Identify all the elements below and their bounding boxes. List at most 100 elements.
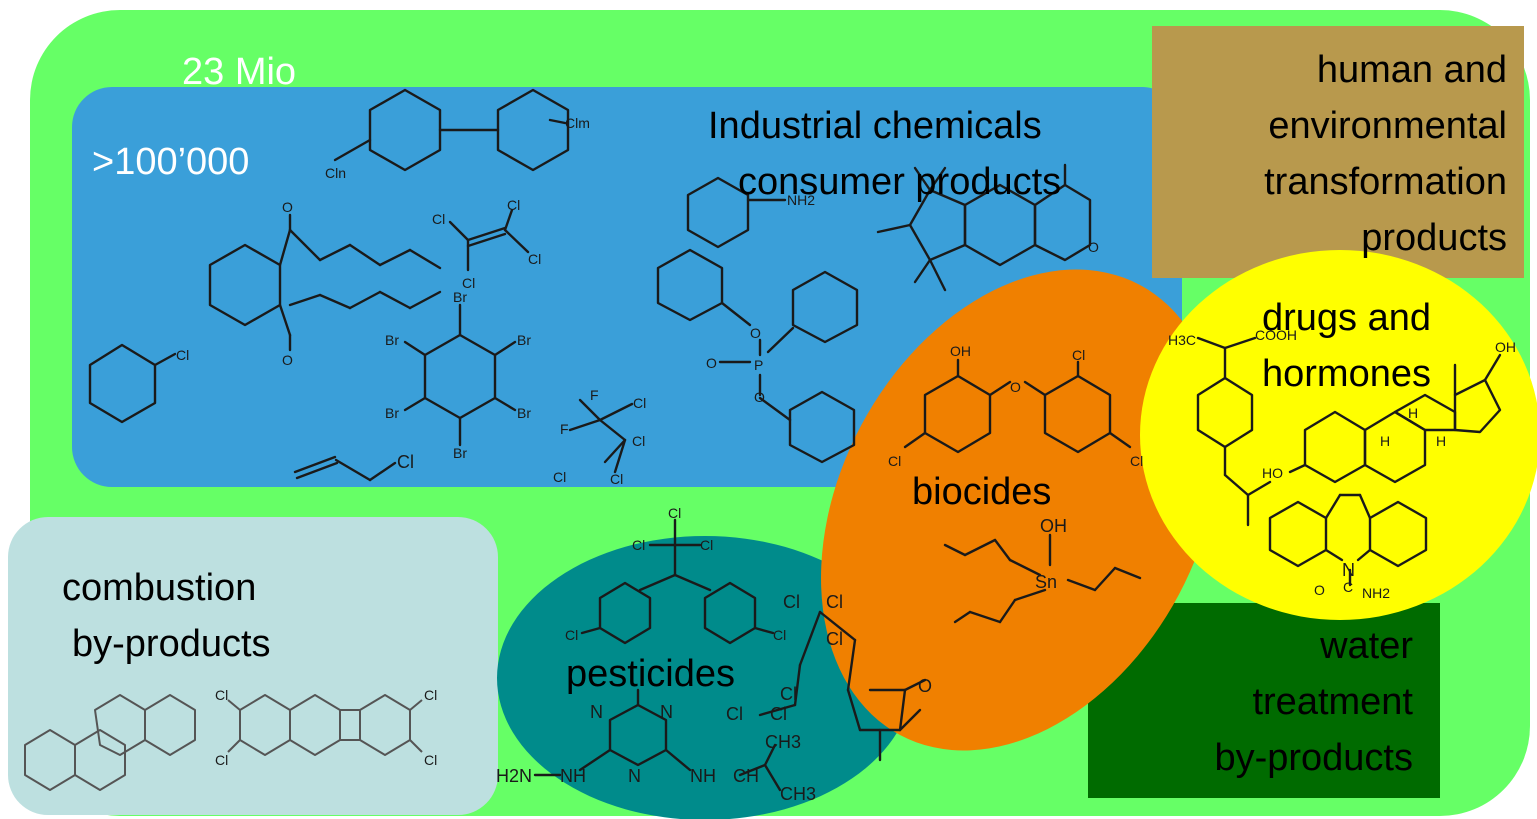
dioxin-molecule: Cl Cl Cl Cl [215,687,437,768]
carbamazepine-molecule: N O C NH2 [1268,493,1428,601]
atom-label: N [660,702,673,722]
atom-label: COOH [1255,327,1297,343]
water-treatment-label-line2: treatment [1252,681,1413,723]
phthalate-molecule: O O [208,199,442,368]
transformation-products-region [1152,26,1524,278]
atom-label: Cl [462,275,475,291]
atom-label: Cl [424,687,437,703]
atom-label: O [750,325,761,341]
atom-label: N [628,766,641,786]
atom-label: Cl [528,251,541,267]
atom-label: NH [560,766,586,786]
atom-label: CH [733,766,759,786]
atom-label: OH [950,343,971,359]
drugs-label-line1: drugs and [1262,297,1432,339]
atrazine-molecule: N N N NH NH CH CH3 CH3 H2N [496,688,816,804]
industrial-count-label: >100’000 [92,141,250,183]
trichloroethylene-molecule: Cl Cl Cl Cl [432,197,541,291]
atom-label: H2N [496,766,532,786]
atom-label: Sn [1035,572,1057,592]
atom-label: Cl [632,537,645,553]
industrial-chemicals-label-line2: consumer products [738,161,1062,203]
atom-label: C [1343,579,1353,595]
atom-label: Cl [773,627,786,643]
atom-label: F [560,421,569,437]
atom-label: Br [453,445,467,461]
water-treatment-label-line3: by-products [1214,737,1413,779]
atom-label: Br [453,289,467,305]
chlorobenzene-molecule: Cl [88,343,189,424]
atom-label: Cl [215,752,228,768]
atom-label: O [1010,379,1021,395]
triclosan-molecule: OH O Cl Cl Cl [888,343,1143,469]
total-count-label: 23 Mio [182,51,297,93]
atom-label: Br [385,405,399,421]
atom-label: NH2 [1362,585,1390,601]
atom-label: OH [1040,516,1067,536]
allyl-chloride-molecule: Cl [293,452,414,482]
atom-label: Clm [565,115,590,131]
atom-label: Cl [176,347,189,363]
atom-label: H [1408,405,1418,421]
atom-label: N [1342,560,1355,580]
ddt-molecule: Cl Cl Cl Cl Cl [565,505,786,645]
aniline-molecule: NH2 [686,176,815,249]
musk-molecule: O [876,163,1099,292]
estradiol-molecule: HO OH H H H [1262,339,1516,484]
atom-label: Cl [700,537,713,553]
atom-label: Cl [633,395,646,411]
atom-label: NH [690,766,716,786]
triphenyl-phosphate-molecule: O P O O [656,248,859,464]
atom-label: Br [385,332,399,348]
atom-label: Cl [668,505,681,521]
atom-label: Cl [783,592,800,612]
cfc-molecule: F F Cl Cl Cl Cl [553,387,646,487]
biocides-region [821,269,1219,751]
atom-label: O [754,389,765,405]
atom-label: O [282,199,293,215]
atom-label: H [1436,433,1446,449]
atom-label: CH3 [765,732,801,752]
atom-label: P [754,357,763,373]
atom-label: Cl [553,469,566,485]
biocides-label: biocides [912,471,1052,513]
tributyltin-molecule: OH Sn [943,516,1142,624]
ibuprofen-molecule: H3C COOH [1168,327,1297,527]
combustion-label-line1: combustion [62,567,257,609]
atom-label: Cl [632,433,645,449]
atom-label: O [918,676,932,696]
atom-label: O [1314,582,1325,598]
atom-label: NH2 [787,192,815,208]
atom-label: N [590,702,603,722]
atom-label: Br [517,405,531,421]
atom-label: Cl [826,592,843,612]
industrial-chemicals-label-line1: Industrial chemicals [708,105,1042,147]
combustion-label-line2: by-products [72,623,271,665]
atom-label: Cl [424,752,437,768]
atom-label: H3C [1168,332,1196,348]
atom-label: Cl [432,211,445,227]
atom-label: O [1088,239,1099,255]
atom-label: Cl [610,471,623,487]
pah-molecule [24,694,196,791]
drugs-label-line2: hormones [1262,353,1431,395]
pcb-molecule: Cln Clm [325,88,590,181]
atom-label: OH [1495,339,1516,355]
atom-label: Cl [826,629,843,649]
atom-label: Cl [565,627,578,643]
pesticides-label: pesticides [566,653,735,695]
combustion-region [8,517,498,815]
atom-label: O [706,355,717,371]
atom-label: Cln [325,165,346,181]
atom-label: Br [517,332,531,348]
atom-label: Cl [1130,453,1143,469]
atom-label: Cl [215,687,228,703]
atom-label: Cl [726,704,743,724]
transformation-label-line4: products [1361,217,1507,259]
atom-label: CH3 [780,784,816,804]
atom-label: Cl [770,704,787,724]
transformation-label-line3: transformation [1264,161,1507,203]
atom-label: F [590,387,599,403]
atom-label: Cl [780,684,797,704]
